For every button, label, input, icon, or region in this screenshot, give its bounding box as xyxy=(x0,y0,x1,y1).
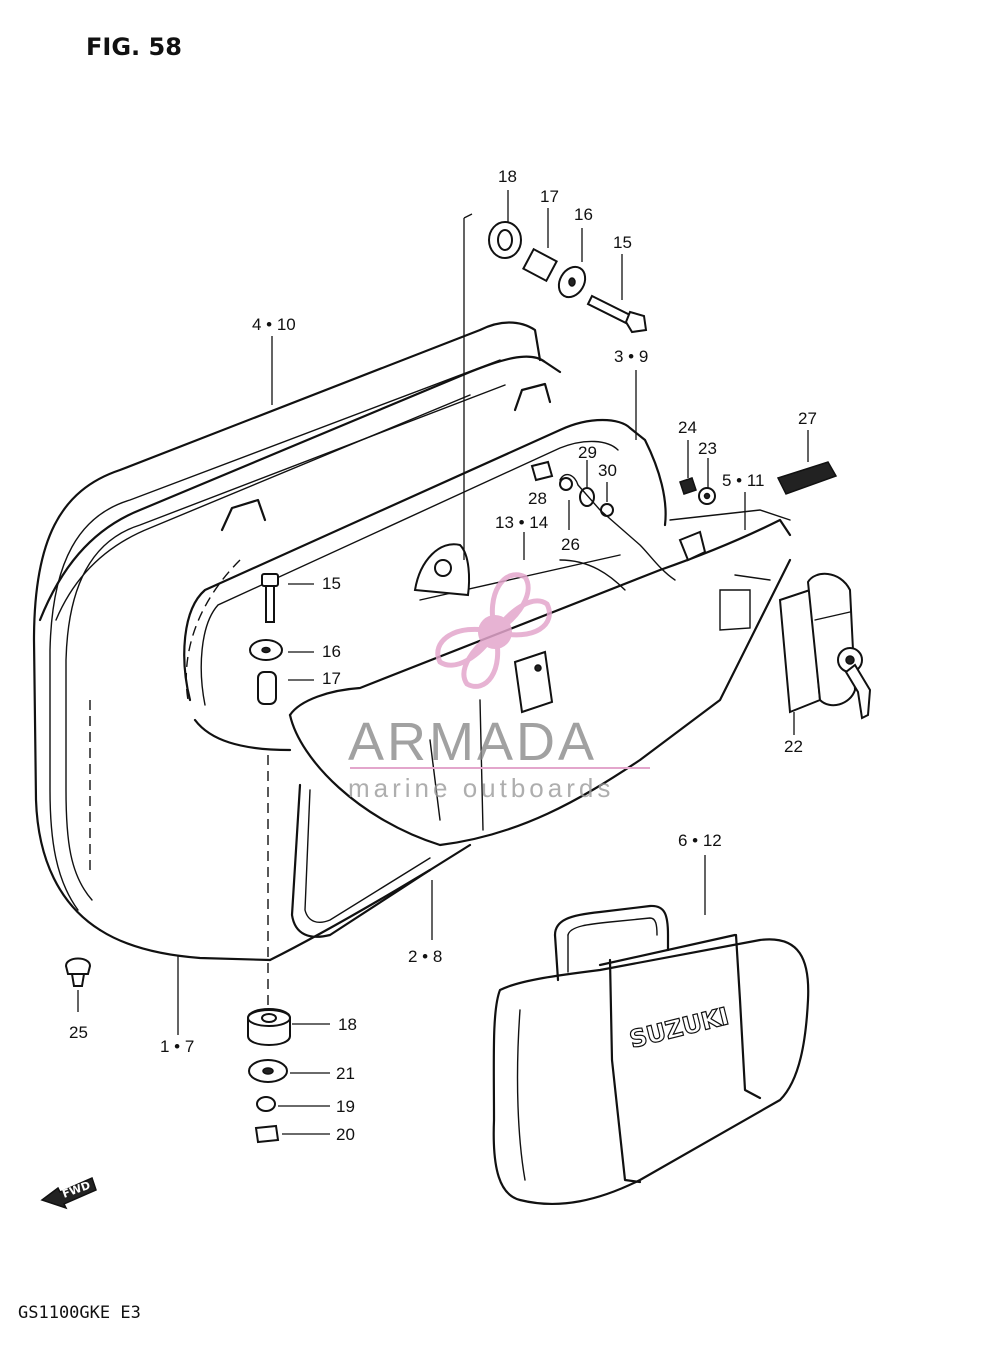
label-13-14: 13 • 14 xyxy=(495,513,548,532)
watermark: ARMADA marine outboards xyxy=(348,572,650,803)
label-17-left: 17 xyxy=(322,669,341,688)
label-1-7: 1 • 7 xyxy=(160,1037,194,1056)
label-24: 24 xyxy=(678,418,697,437)
label-29: 29 xyxy=(578,443,597,462)
figure-title: FIG. 58 xyxy=(86,33,182,61)
watermark-tagline: marine outboards xyxy=(348,773,614,803)
watermark-name: ARMADA xyxy=(348,712,597,772)
label-19: 19 xyxy=(336,1097,355,1116)
leader-lines xyxy=(177,336,706,1035)
label-20: 20 xyxy=(336,1125,355,1144)
label-3-9: 3 • 9 xyxy=(614,347,648,366)
label-28: 28 xyxy=(528,489,547,508)
label-30: 30 xyxy=(598,461,617,480)
propeller-logo-icon xyxy=(435,572,552,689)
inner-tray xyxy=(288,509,792,847)
label-23: 23 xyxy=(698,439,717,458)
top-fasteners xyxy=(463,190,648,560)
label-27: 27 xyxy=(798,409,817,428)
label-16-left: 16 xyxy=(322,642,341,661)
case-body xyxy=(32,321,667,1005)
bottom-fasteners xyxy=(64,957,330,1144)
label-6-12: 6 • 12 xyxy=(678,831,722,850)
fwd-arrow-icon: FWD xyxy=(40,1176,97,1210)
label-18-top: 18 xyxy=(498,167,517,186)
lock-assembly xyxy=(778,572,872,735)
bracket-part xyxy=(413,543,554,714)
label-18-bottom: 18 xyxy=(338,1015,357,1034)
label-15-top: 15 xyxy=(613,233,632,252)
inner-bag: SUZUKI xyxy=(492,904,810,1206)
label-17-top: 17 xyxy=(540,187,559,206)
label-16-top: 16 xyxy=(574,205,593,224)
label-22: 22 xyxy=(784,737,803,756)
label-15-left: 15 xyxy=(322,574,341,593)
model-code: GS1100GKE E3 xyxy=(18,1303,141,1323)
key-icon xyxy=(844,663,872,720)
right-small-parts xyxy=(523,430,838,581)
label-5-11: 5 • 11 xyxy=(722,471,765,490)
left-fasteners xyxy=(249,573,314,705)
suzuki-brand-text: SUZUKI xyxy=(627,1002,732,1054)
label-25: 25 xyxy=(69,1023,88,1042)
label-4-10: 4 • 10 xyxy=(252,315,296,334)
label-26: 26 xyxy=(561,535,580,554)
label-2-8: 2 • 8 xyxy=(408,947,442,966)
label-21: 21 xyxy=(336,1064,355,1083)
part-labels: 18 17 16 15 4 • 10 3 • 9 24 23 27 29 30 … xyxy=(69,167,817,1144)
